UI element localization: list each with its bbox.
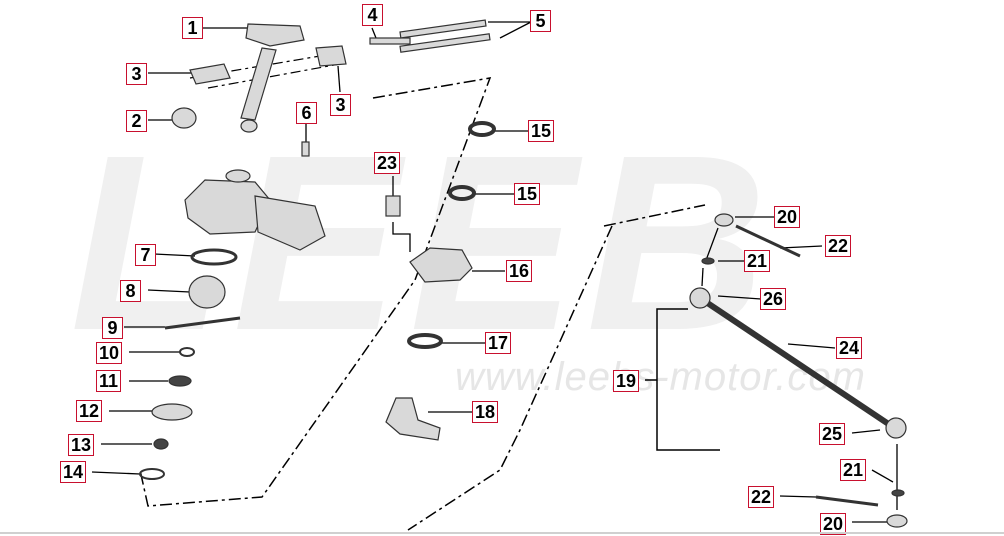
leader-lines xyxy=(91,21,898,523)
assembly-outline-left xyxy=(139,77,492,507)
part-3-clamp-left xyxy=(189,63,231,85)
part-22-cotter-pin-upper xyxy=(735,224,801,258)
part-25-ball-joint xyxy=(885,417,907,439)
part-16-housing xyxy=(409,247,473,283)
callout-15-upper: 15 xyxy=(528,120,555,142)
part-6-bolt xyxy=(301,141,310,157)
part-26-ball-joint xyxy=(689,287,711,309)
callout-17: 17 xyxy=(485,332,512,354)
callout-2: 2 xyxy=(126,110,147,132)
part-20-nut-upper xyxy=(714,213,734,227)
callout-4: 4 xyxy=(362,4,383,26)
callout-12: 12 xyxy=(76,400,103,422)
steering-column xyxy=(240,47,277,121)
part-17-ring xyxy=(407,333,443,349)
part-2-bushing xyxy=(171,107,197,129)
part-15-bearing-lower xyxy=(448,185,476,201)
part-21-washer-lower xyxy=(891,489,905,497)
part-15-bearing-upper xyxy=(468,121,496,137)
callout-18: 18 xyxy=(472,401,499,423)
callout-10: 10 xyxy=(96,342,123,364)
part-13-nut xyxy=(153,438,169,450)
part-24-tie-rod xyxy=(698,295,892,428)
callout-22-lower: 22 xyxy=(748,486,775,508)
parts xyxy=(139,19,908,528)
callout-25: 25 xyxy=(819,423,846,445)
part-22-cotter-pin-lower xyxy=(815,495,879,507)
callout-6: 6 xyxy=(296,102,317,124)
part-12-flange xyxy=(151,403,193,421)
callout-3-right: 3 xyxy=(330,94,351,116)
callout-7: 7 xyxy=(135,244,156,266)
part-14-clip xyxy=(139,468,165,480)
part-9-pin xyxy=(164,316,241,330)
group-bracket-19 xyxy=(645,308,720,451)
part-20-nut-lower xyxy=(886,514,908,528)
part-4-bolt xyxy=(369,37,411,45)
callout-20-upper: 20 xyxy=(774,206,801,228)
callout-13: 13 xyxy=(68,434,95,456)
callout-19: 19 xyxy=(613,370,640,392)
assembly-outline-middle xyxy=(407,204,706,531)
part-23-bolt xyxy=(385,195,401,217)
part-7-seal-ring xyxy=(190,248,238,266)
bottom-divider xyxy=(0,532,1004,534)
callout-21-lower: 21 xyxy=(840,459,867,481)
callout-16: 16 xyxy=(506,260,533,282)
part-11-nut xyxy=(168,375,192,387)
callout-9: 9 xyxy=(102,317,123,339)
coupler xyxy=(240,119,258,133)
callout-14: 14 xyxy=(60,461,87,483)
callout-5: 5 xyxy=(530,10,551,32)
callout-20-lower: 20 xyxy=(820,513,847,535)
callout-8: 8 xyxy=(120,280,141,302)
part-5-bolt-b xyxy=(399,19,487,39)
callout-15-lower: 15 xyxy=(514,183,541,205)
callout-11: 11 xyxy=(96,370,122,392)
part-18-pitman-arm xyxy=(385,397,441,441)
callout-1: 1 xyxy=(182,17,203,39)
part-1-upper-clamp xyxy=(245,23,305,47)
eps-motor xyxy=(254,195,326,251)
part-5-bolt-a xyxy=(399,33,491,53)
part-8-bearing xyxy=(188,275,226,309)
part-10-washer xyxy=(179,347,195,357)
gearbox-shaft xyxy=(225,169,251,183)
callout-21-upper: 21 xyxy=(744,250,771,272)
callout-23: 23 xyxy=(374,152,401,174)
part-21-washer-upper xyxy=(701,257,715,265)
callout-26: 26 xyxy=(760,288,787,310)
part-3-clamp-right xyxy=(315,45,347,67)
callout-22-upper: 22 xyxy=(825,235,852,257)
callout-3-left: 3 xyxy=(126,63,147,85)
callout-24: 24 xyxy=(836,337,863,359)
